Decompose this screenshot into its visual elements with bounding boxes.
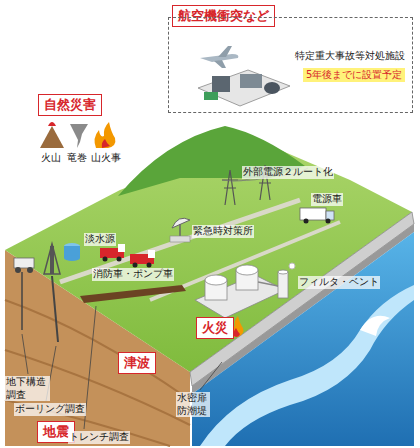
part-label: トレンチ調査 <box>68 431 130 444</box>
hazard-icons <box>40 126 64 148</box>
boring-rig <box>15 267 21 273</box>
filter-vent <box>278 270 288 274</box>
ground <box>118 126 305 196</box>
fire-truck <box>148 250 155 258</box>
antenna-dish <box>170 236 190 242</box>
ground <box>60 200 300 282</box>
part-label: 竜巻 <box>66 152 88 165</box>
facility-region: 特定重大事故等対処施設 5年後までに設置予定 <box>168 17 413 113</box>
part-label: 電源車 <box>311 193 343 206</box>
boring-rig <box>44 244 60 274</box>
facility-icon <box>264 82 280 94</box>
fire-truck <box>133 263 138 268</box>
sea <box>192 232 414 446</box>
power-truck <box>300 208 326 220</box>
node-text: 自然災害 <box>44 97 96 113</box>
sea <box>192 232 414 446</box>
fire-icon <box>234 328 240 337</box>
hazard-heading: 自然災害 <box>38 94 102 116</box>
antenna-dish <box>170 218 190 242</box>
sea <box>360 316 390 336</box>
node-text: 津波 <box>124 355 150 371</box>
hazard-icons <box>95 122 116 148</box>
trench <box>80 285 186 303</box>
schedule-note: 5年後までに設置予定 <box>303 68 405 82</box>
underground <box>5 400 170 446</box>
facility-icon <box>198 70 290 106</box>
filter-vent <box>278 272 288 298</box>
aircraft-icon <box>200 46 238 68</box>
part-label: フィルタ・ベント <box>298 276 380 289</box>
part-label: 山火事 <box>90 152 122 165</box>
node-text: 航空機衝突など <box>178 8 269 24</box>
trench <box>80 285 186 303</box>
facility-icon <box>212 76 230 92</box>
antenna-dish <box>172 218 190 228</box>
hazard-icons <box>48 122 56 126</box>
reactor-buildings <box>205 275 227 285</box>
part-label: 消防車・ポンプ車 <box>92 268 174 281</box>
node-text: 5年後までに設置予定 <box>306 69 402 81</box>
facility-icon <box>240 74 262 88</box>
part-label: 地下構造 調査 <box>5 376 50 401</box>
facility-icon <box>198 70 290 106</box>
fire-truck <box>103 257 108 262</box>
part-label: 緊急時対策所 <box>192 225 254 238</box>
power-truck <box>326 219 331 224</box>
filter-vent <box>289 263 295 269</box>
hazard-icons <box>70 124 88 148</box>
power-truck <box>300 208 334 224</box>
fire-truck <box>117 257 122 262</box>
filter-vent <box>258 282 278 286</box>
part-label: ボーリング調査 <box>14 403 86 416</box>
hazard-heading: 津波 <box>118 352 156 374</box>
fire-truck <box>118 244 125 252</box>
power-truck <box>304 219 309 224</box>
antenna-dish <box>179 224 181 236</box>
fire-truck <box>100 244 155 268</box>
leader-line <box>200 362 222 390</box>
boring-rig <box>27 267 33 273</box>
hazard-icons <box>40 122 115 148</box>
hazard-heading: 航空機衝突など <box>172 5 275 27</box>
filter-vent <box>258 263 295 298</box>
power-lines <box>222 170 238 205</box>
boring-rig <box>21 272 23 330</box>
underground <box>5 350 190 425</box>
facility-icon <box>204 92 218 100</box>
part-label: 淡水源 <box>84 233 116 246</box>
reactor-buildings <box>195 265 285 318</box>
boring-rig <box>14 244 60 342</box>
boring-rig <box>14 258 34 268</box>
aircraft-icon <box>214 46 232 68</box>
reactor-buildings <box>236 265 258 275</box>
part-label: 外部電源２ルート化 <box>242 166 334 179</box>
node-text: 火災 <box>202 320 228 336</box>
water-tank <box>64 255 80 261</box>
hazard-heading: 火災 <box>196 317 234 339</box>
leader-line <box>22 334 28 374</box>
water-tank <box>64 243 80 261</box>
part-label: 火山 <box>40 152 62 165</box>
node-text: 特定重大事故等対処施設 <box>295 50 405 62</box>
hazard-icons <box>102 139 110 148</box>
part-label: 水密扉 防潮堤 <box>176 392 210 417</box>
fire-truck <box>147 263 152 268</box>
node-text: 地震 <box>43 424 69 440</box>
boring-rig <box>52 276 58 342</box>
